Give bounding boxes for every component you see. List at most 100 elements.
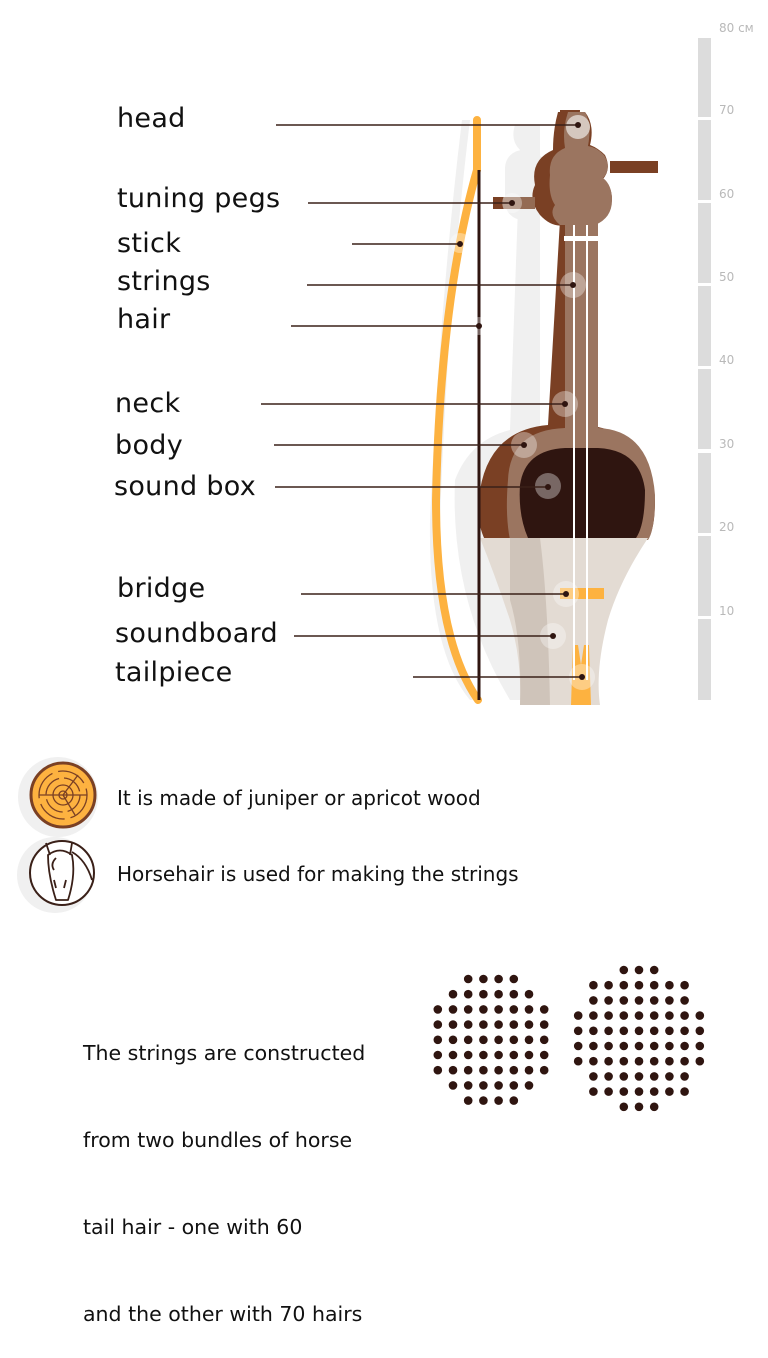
hair-dot [463,989,473,999]
hair-dot [494,1005,503,1014]
ruler-tick-10: 10 [719,604,735,618]
leader-dots [457,122,585,680]
hair-dot [619,1026,629,1036]
ruler-tick-50: 50 [719,270,735,284]
hair-dot [463,1081,473,1090]
ruler-tick-60: 60 [719,187,735,201]
hair-dot [539,1050,549,1060]
hair-dot [494,1065,503,1075]
hair-dot [524,1035,534,1045]
hair-dot [634,1041,644,1051]
hair-dot [433,1020,443,1029]
hair-dot [463,974,473,984]
note-line: tail hair - one with 60 [83,1215,303,1239]
hair-dot [448,1081,458,1090]
strings [573,225,588,680]
hair-dot [634,996,644,1005]
hair-dot [649,1026,659,1036]
hair-dot [463,1096,473,1105]
hair-dot [665,1087,674,1096]
hair-dot [448,1035,458,1045]
hair-dot [634,1026,644,1036]
hair-dot [604,980,613,990]
leader-lines [261,124,582,678]
hair-dot [619,1011,629,1020]
hair-dot [479,1065,488,1075]
hair-dot [509,989,519,999]
hair-dot [604,1056,613,1066]
hair-dot [680,1056,689,1066]
hair-dot [649,980,659,990]
hair-dot [634,1011,644,1020]
hair-dot [494,989,503,999]
label-stick: stick [117,228,182,259]
hair-dot [695,1056,705,1066]
hair-dot [509,1050,519,1060]
hair-dot [589,1056,598,1066]
hair-dot [619,1041,629,1051]
hair-dot [649,1087,659,1096]
hair-dot [619,996,629,1005]
hair-dot [680,980,689,990]
bow [431,116,482,704]
hair-dot [589,980,598,990]
hair-bundles [433,965,705,1112]
hair-dot [463,1005,473,1014]
horse-head-icon [17,837,95,913]
hair-dot [680,1087,689,1096]
hair-dot [509,974,519,984]
hair-dot [509,1035,519,1045]
hair-dot [589,1011,598,1020]
hair-dot [619,1102,629,1112]
hair-dot [433,1005,443,1014]
hair-dot [448,989,458,999]
hair-dot [589,1041,598,1051]
hair-dot [524,1020,534,1029]
hair-dot [494,974,503,984]
wood-log-icon [18,757,98,837]
hair-dot [634,1072,644,1081]
hair-dot [604,1072,613,1081]
hair-dot [573,1026,583,1036]
hair-dot [589,996,598,1005]
hair-dot [463,1035,473,1045]
hair-dot [649,1102,659,1112]
hair-dot [509,1005,519,1014]
hair-dot [680,1011,689,1020]
label-body: body [115,430,183,461]
hair-dot [589,1026,598,1036]
hair-dot [619,965,629,975]
hair-dot [524,1081,534,1090]
hair-dot [665,996,674,1005]
hair-dot [649,1056,659,1066]
hair-dot [448,1065,458,1075]
hair-dot [604,1011,613,1020]
hair-dot [619,980,629,990]
hair-dot [573,1056,583,1066]
hair-dot [665,1072,674,1081]
hair-dot [680,1026,689,1036]
hair-dot [433,1050,443,1060]
ruler-unit-label: 80 см [719,21,754,35]
hair-dot [524,1050,534,1060]
hair-dot [524,989,534,999]
label-neck: neck [115,388,181,419]
hair-dot [494,1020,503,1029]
note-line: The strings are constructed [83,1041,366,1065]
hair-dot [680,1072,689,1081]
fact-icons [17,757,98,913]
hair-dot [634,1087,644,1096]
label-strings: strings [117,266,211,297]
hair-dot [539,1065,549,1075]
hair-dot [680,996,689,1005]
hair-dot [494,1096,503,1105]
hair-dot [604,1026,613,1036]
hair-dot [619,1087,629,1096]
hair-dot [539,1035,549,1045]
hair-dot [433,1035,443,1045]
hair-dot [539,1005,549,1014]
hair-dot [634,1102,644,1112]
hair-dot [479,1005,488,1014]
hair-dot [479,1096,488,1105]
fact-horsehair-text: Horsehair is used for making the strings [117,862,519,886]
